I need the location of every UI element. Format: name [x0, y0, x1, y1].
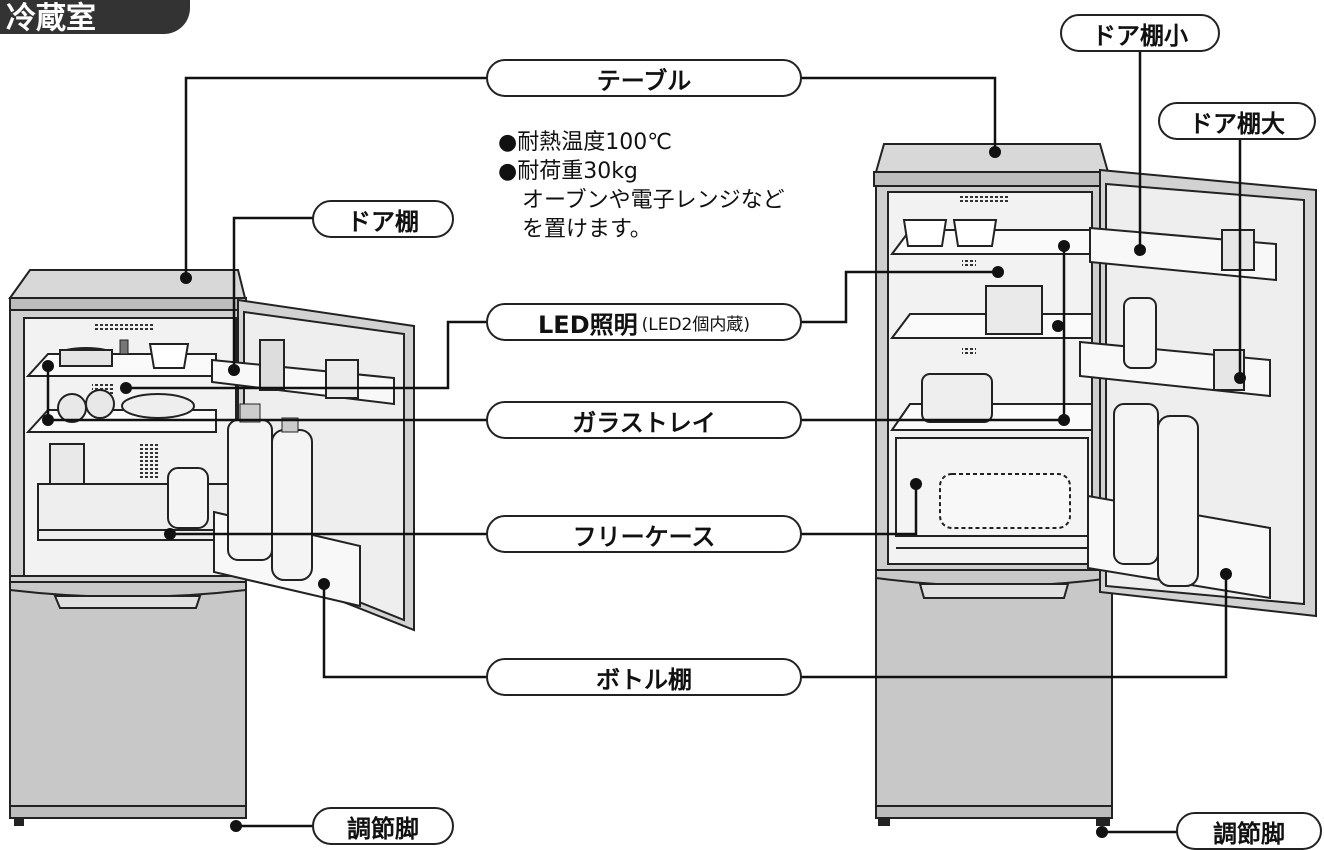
note-usage-line1: オーブンや電子レンジなど [522, 188, 785, 213]
label-free-case: フリーケース [486, 515, 802, 553]
label-led-sub: (LED2個内蔵) [641, 314, 750, 335]
label-bottle-shelf-text: ボトル棚 [596, 665, 692, 694]
section-title: 冷蔵室 [6, 1, 96, 36]
label-door-shelf-large-text: ドア棚大 [1189, 109, 1285, 138]
label-adjust-foot-left-text: 調節脚 [347, 814, 419, 843]
callout-dots [42, 146, 1246, 838]
label-door-shelf: ドア棚 [312, 200, 454, 238]
label-free-case-text: フリーケース [572, 522, 716, 551]
label-glass-tray: ガラストレイ [486, 401, 802, 439]
label-adjust-foot-left: 調節脚 [312, 807, 454, 845]
label-led: LED照明 (LED2個内蔵) [486, 303, 802, 341]
table-notes: ●耐熱温度100℃ ●耐荷重30kg オーブンや電子レンジなど を置けます。 [498, 128, 785, 244]
right-fridge [873, 143, 1317, 826]
callout-lines [46, 50, 1242, 834]
note-usage-line2: を置けます。 [522, 217, 652, 242]
label-adjust-foot-right: 調節脚 [1176, 812, 1322, 850]
label-led-main: LED照明 [538, 310, 638, 339]
label-bottle-shelf: ボトル棚 [486, 658, 802, 696]
section-title-tab: 冷蔵室 [0, 0, 190, 34]
label-glass-tray-text: ガラストレイ [572, 408, 716, 437]
label-table-text: テーブル [596, 66, 692, 95]
label-door-shelf-small-text: ドア棚小 [1092, 21, 1188, 50]
note-load-capacity: ●耐荷重30kg [498, 159, 638, 184]
left-fridge [8, 269, 415, 826]
note-heat-resistance: ●耐熱温度100℃ [498, 130, 672, 155]
label-door-shelf-large: ドア棚大 [1158, 102, 1316, 140]
label-adjust-foot-right-text: 調節脚 [1213, 819, 1285, 848]
label-table: テーブル [486, 59, 802, 97]
label-door-shelf-small: ドア棚小 [1060, 14, 1220, 52]
label-door-shelf-text: ドア棚 [347, 207, 419, 236]
